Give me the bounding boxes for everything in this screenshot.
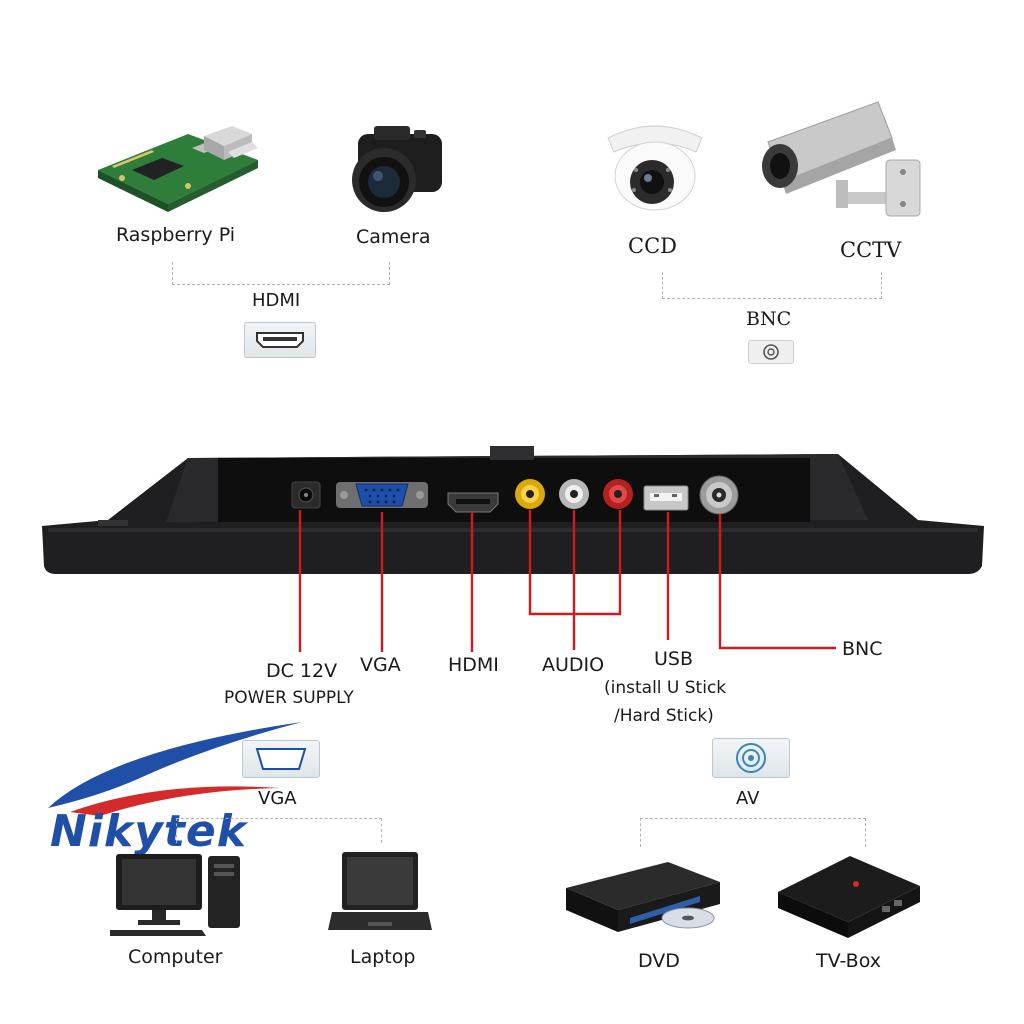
dc-jack-port [288, 480, 324, 510]
bnc-port-label: BNC [842, 638, 883, 660]
vga-port [334, 478, 430, 512]
av-port-chip [712, 738, 790, 778]
hdmi-group-bracket [172, 262, 390, 285]
raspberry-pi-device [92, 108, 262, 218]
usb-port-icon [643, 485, 689, 511]
vga-port-icon [336, 482, 428, 508]
camera-icon [352, 126, 442, 212]
hdmi-port-label: HDMI [448, 654, 499, 676]
dome-camera-icon [607, 125, 703, 211]
ccd-device [600, 110, 710, 214]
brand-logo: Nikytek [40, 716, 310, 866]
audio-rca-ports [512, 476, 636, 516]
vga-port-chip [242, 740, 320, 778]
av-group-bracket [640, 818, 866, 847]
dvd-player-icon [566, 862, 720, 932]
dvd-device [560, 858, 724, 942]
raspberry-pi-label: Raspberry Pi [116, 224, 236, 246]
brand-swoosh-icon [48, 722, 302, 816]
hdmi-port-chip [244, 322, 316, 358]
bnc-group-label: BNC [746, 308, 792, 330]
camera-label: Camera [356, 226, 431, 248]
av-group-label: AV [736, 788, 760, 809]
dc-jack-icon [291, 481, 321, 509]
hdmi-group-label: HDMI [252, 290, 301, 311]
vga-port-chip-icon [255, 748, 307, 770]
dc-port-label: DC 12V [266, 660, 338, 682]
vga-port-label: VGA [360, 654, 401, 676]
hdmi-port [446, 490, 500, 514]
cctv-label: CCTV [840, 238, 902, 262]
bnc-socket-icon [699, 475, 739, 515]
computer-device [110, 850, 250, 936]
camera-device [344, 120, 444, 216]
bullet-camera-icon [762, 101, 921, 217]
ccd-label: CCD [628, 234, 677, 258]
tv-box-device [774, 850, 924, 940]
computer-label: Computer [128, 946, 223, 968]
cctv-device [758, 96, 930, 226]
brand-name: Nikytek [50, 806, 247, 857]
tv-box-icon [778, 856, 920, 938]
bnc-port-chip [748, 340, 794, 364]
usb-port-sublabel-2: /Hard Stick) [614, 706, 714, 726]
bnc-group-bracket [662, 272, 882, 299]
bnc-port-icon [763, 344, 779, 360]
raspberry-pi-board-icon [98, 126, 258, 212]
laptop-label: Laptop [350, 946, 416, 968]
vga-group-label: VGA [258, 788, 297, 809]
desktop-computer-icon [110, 854, 240, 936]
rca-jacks-icon [515, 479, 633, 509]
vga-group-bracket [176, 818, 382, 843]
usb-port [642, 484, 690, 512]
usb-port-label: USB [654, 648, 694, 670]
laptop-device [328, 850, 432, 936]
tv-box-label: TV-Box [816, 950, 881, 972]
laptop-icon [328, 852, 432, 930]
dc-port-sublabel: POWER SUPPLY [224, 688, 354, 708]
audio-port-label: AUDIO [542, 654, 605, 676]
av-port-icon [736, 743, 766, 773]
hdmi-port-icon [256, 332, 304, 348]
hdmi-socket-icon [447, 492, 499, 513]
usb-port-sublabel: (install U Stick [604, 678, 727, 698]
dvd-label: DVD [638, 950, 680, 972]
bnc-port [698, 474, 740, 516]
